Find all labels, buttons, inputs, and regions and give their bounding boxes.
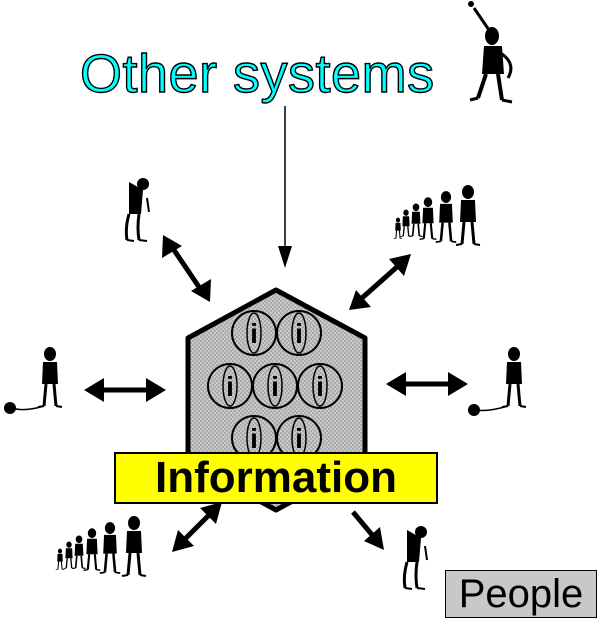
people-group-icon [393,183,482,247]
hub-cell-glyph: i [250,423,258,454]
person-ball-and-chain-icon [468,345,528,416]
hub-cell-glyph: i [226,371,234,402]
arrow-right [386,372,468,396]
arrow-top-left [162,235,211,302]
hub-cell-glyph: i [295,423,303,454]
person-ball-and-chain-icon [4,345,64,414]
person-icon [402,524,429,591]
pointing-person-icon [468,1,513,104]
arrow-left [84,378,166,402]
hub-cell-glyph: i [271,371,279,402]
arrow-top-right [349,254,411,310]
hub-cell-glyph: i [295,318,303,349]
people-group-icon [55,514,148,578]
arrow-other-systems-to-information [278,106,292,268]
other-systems-title: Other systems [79,43,435,104]
hub-cell-glyph: i [250,318,258,349]
information-label: Information [114,452,438,504]
hub-cell-glyph: i [316,371,324,402]
arrow-bottom-left [172,502,222,552]
person-icon [124,176,151,243]
people-label: People [445,570,597,618]
arrow-bottom-right [351,510,384,550]
